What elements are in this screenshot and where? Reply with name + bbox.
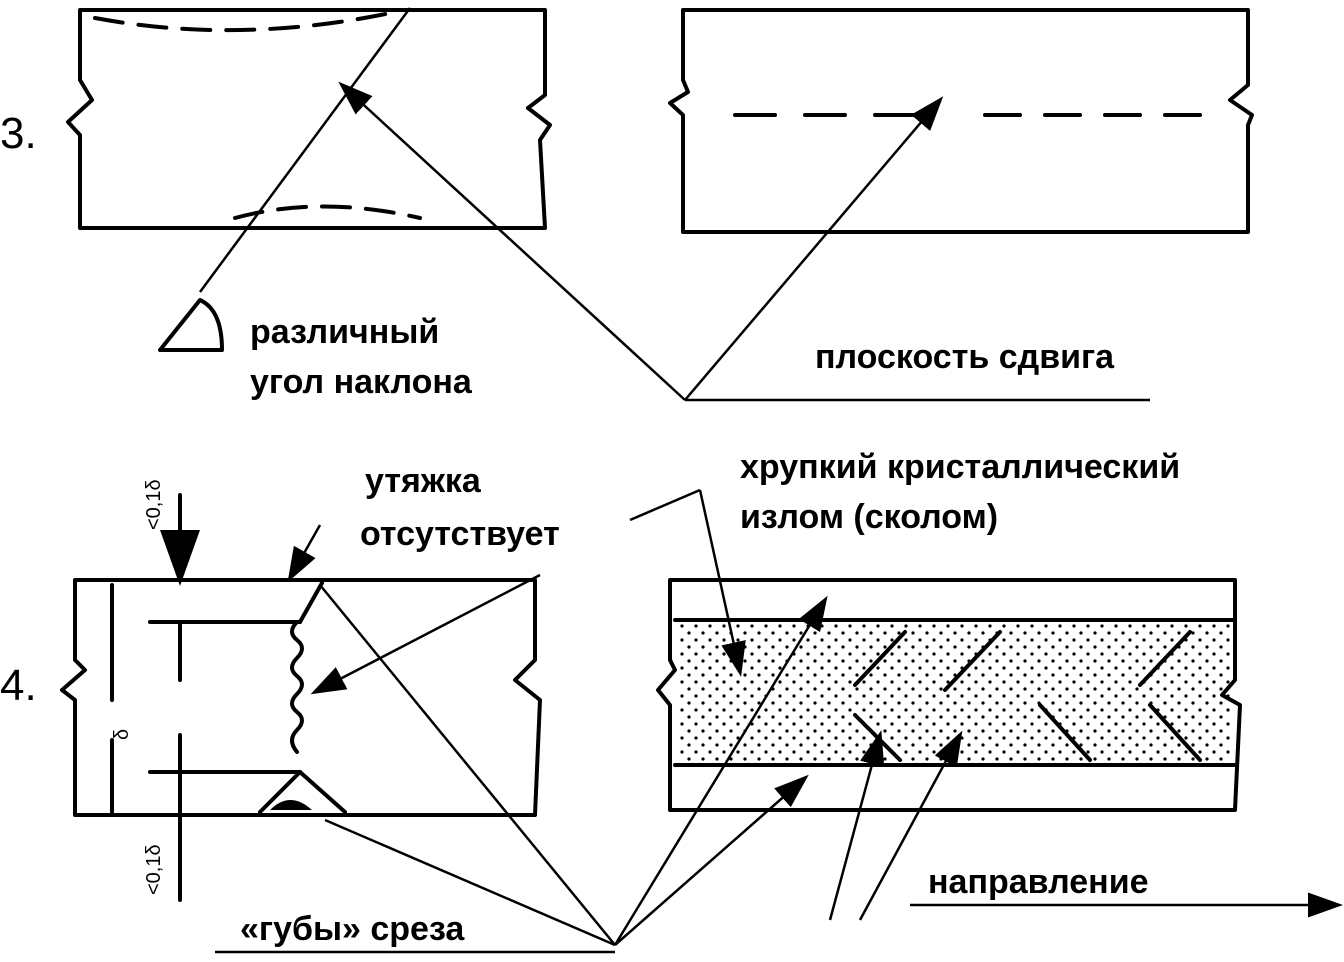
shear-plane-label: плоскость сдвига (815, 338, 1115, 376)
fig3-number: 3. (0, 109, 37, 158)
lip-bottom-label: <0,1δ (143, 844, 165, 895)
shear-lips-label: «губы» среза (240, 910, 465, 948)
angle-label-line1: различный (250, 313, 439, 351)
brittle-fracture-line1: хрупкий кристаллический (740, 448, 1180, 486)
fig4-number: 4. (0, 661, 37, 710)
no-necking-line2: отсутствует (360, 515, 560, 553)
angle-symbol-icon (158, 298, 224, 352)
fig4-specimen-left (60, 493, 616, 947)
lip-top-label: <0,1δ (143, 479, 165, 530)
fig3-specimen-left (66, 7, 686, 401)
no-necking-line1: утяжка (365, 462, 482, 500)
thickness-label: δ (111, 729, 133, 740)
fig3-specimen-right (668, 8, 1254, 402)
angle-label-line2: угол наклона (250, 363, 473, 401)
brittle-fracture-line2: излом (сколом) (740, 498, 998, 536)
fig4-specimen-right (613, 488, 1242, 946)
direction-label: направление (928, 863, 1149, 901)
